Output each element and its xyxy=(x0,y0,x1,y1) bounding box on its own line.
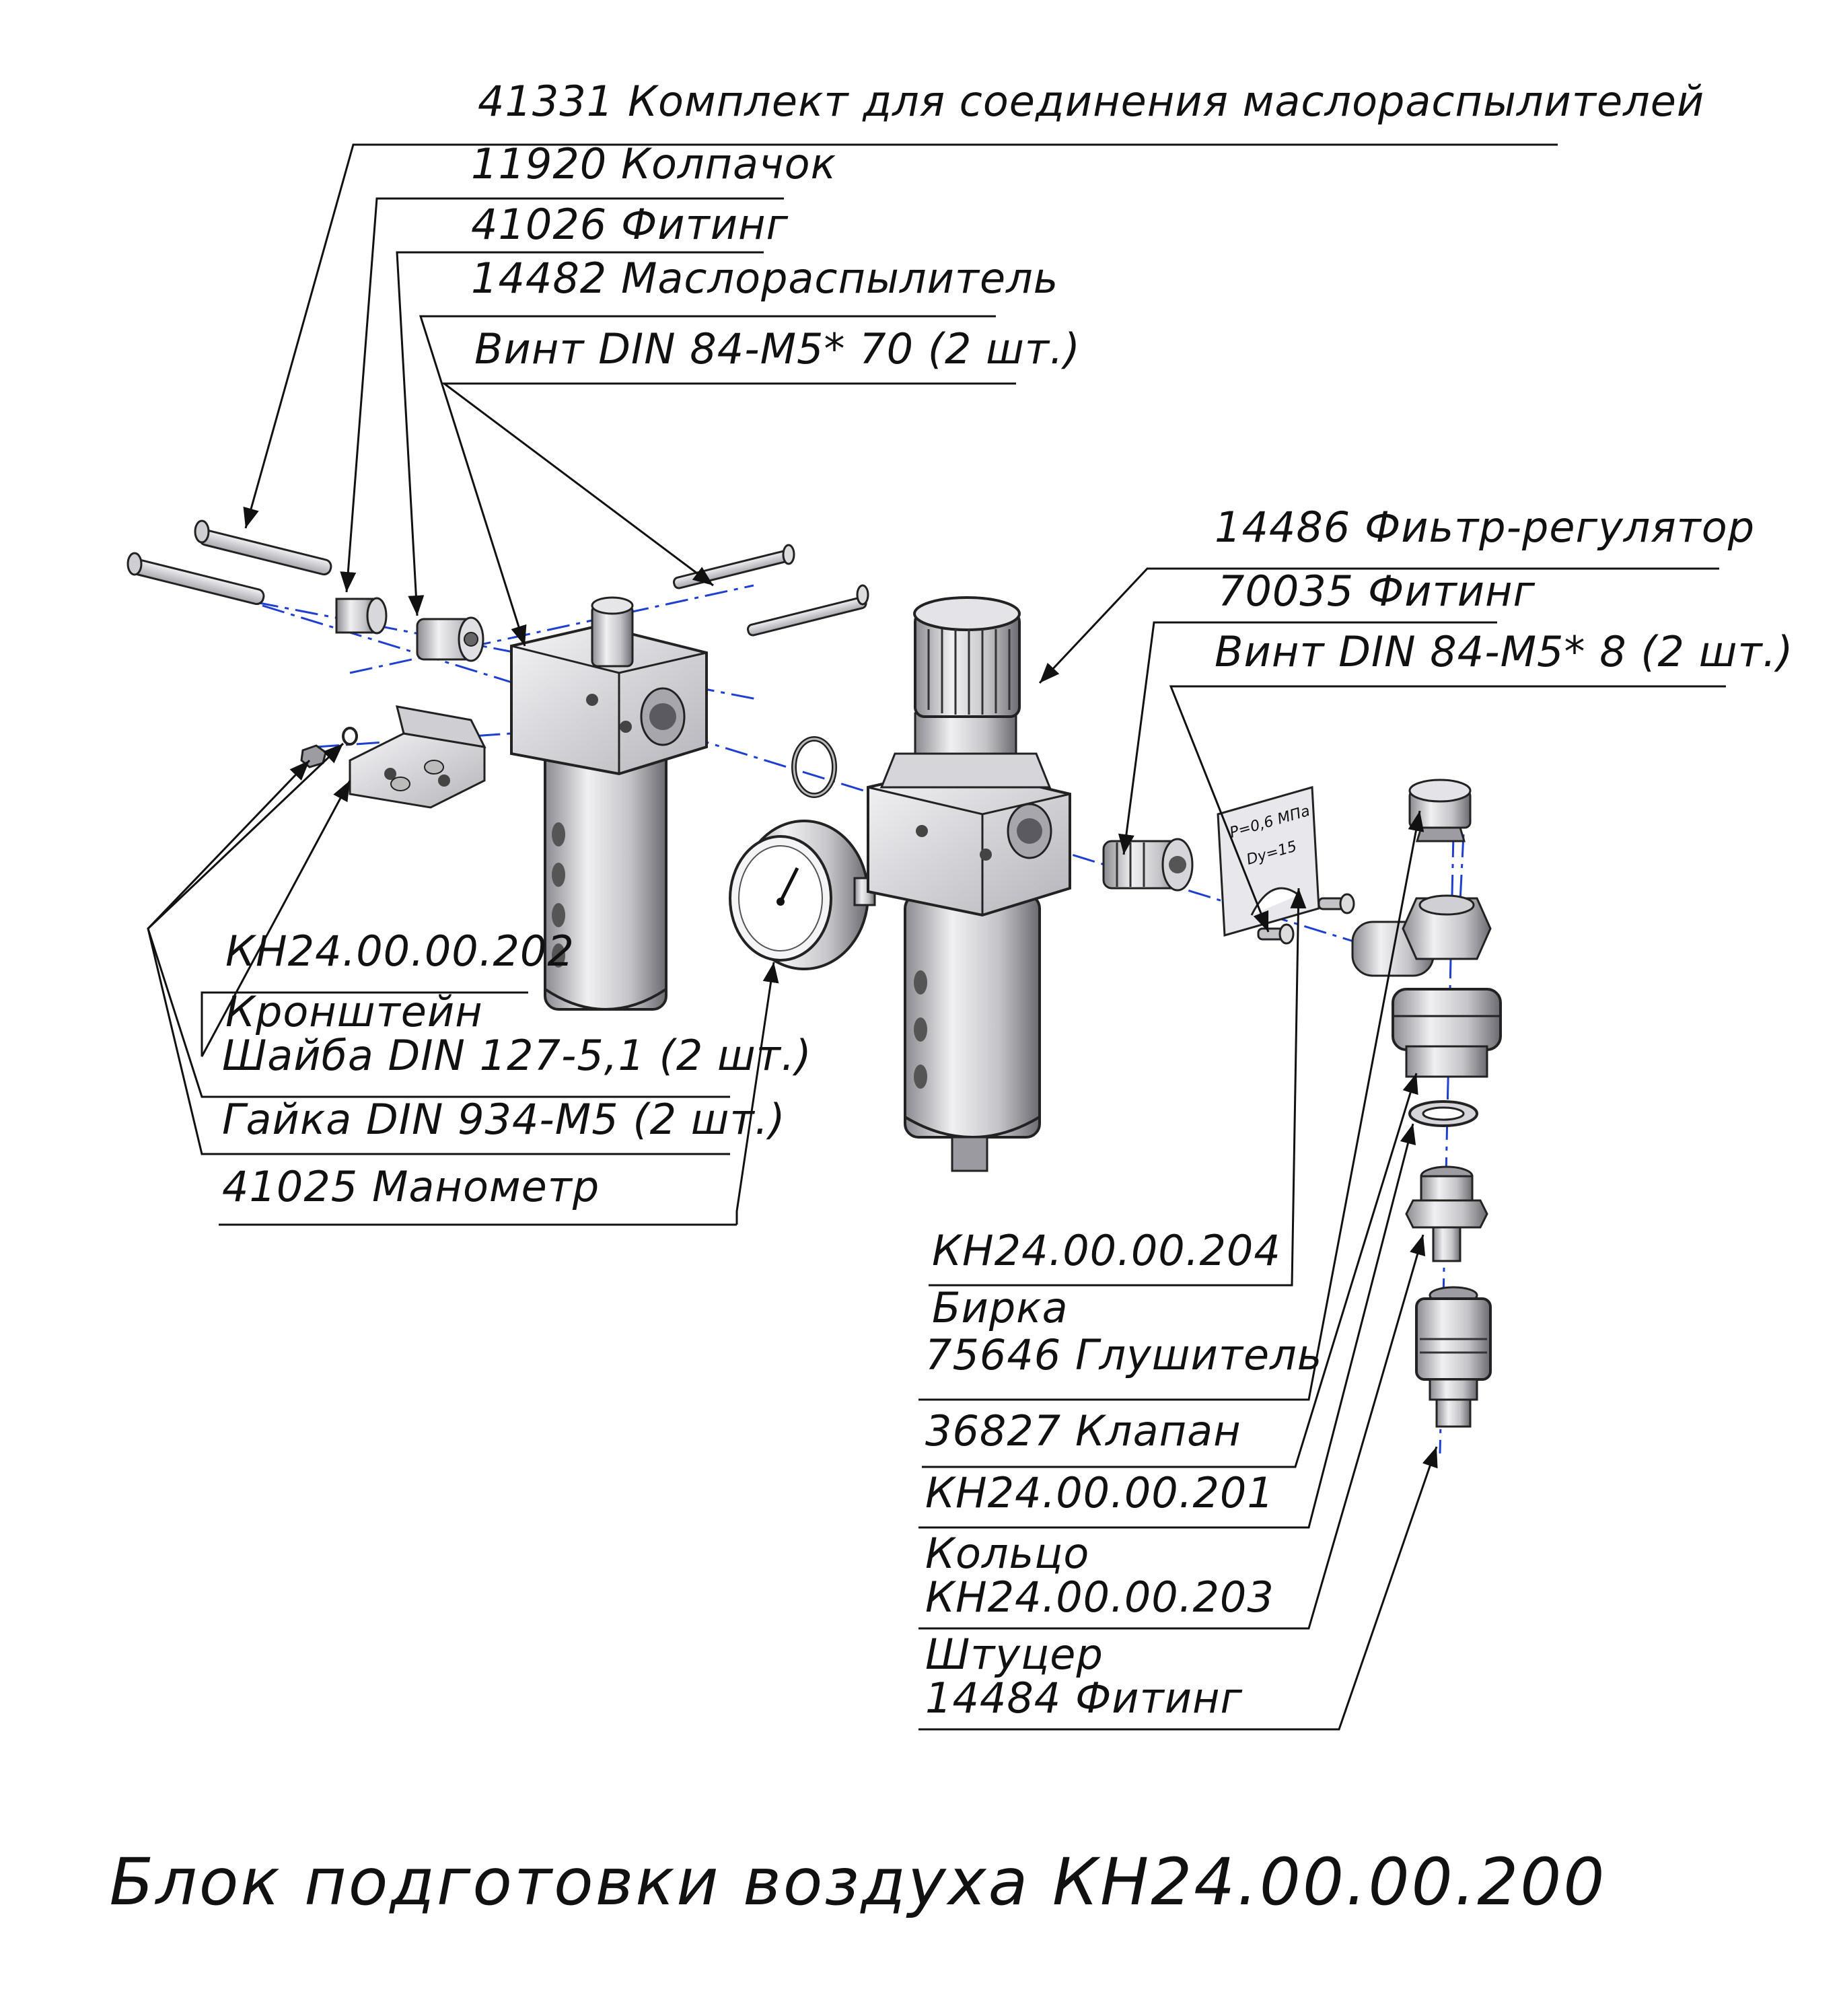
label-kh204-name: Бирка xyxy=(932,1283,1069,1332)
bracket-kh24-202 xyxy=(349,705,486,809)
drawing-title: Блок подготовки воздуха КН24.00.00.200 xyxy=(110,1844,1607,1920)
oiler-14482 xyxy=(510,596,708,1011)
centerline-silencer xyxy=(1459,834,1465,902)
label-kh204-code: КН24.00.00.204 xyxy=(932,1226,1281,1275)
leader-screw70 xyxy=(441,382,1016,587)
coupling-14484 xyxy=(1415,1286,1492,1428)
leader-kh201 xyxy=(918,1123,1416,1529)
connection-set-41331 xyxy=(127,519,332,606)
label-70035: 70035 Фитинг xyxy=(1218,567,1536,616)
label-75646: 75646 Глушитель xyxy=(925,1330,1322,1379)
fitting-41026 xyxy=(416,616,484,662)
label-nut: Гайка DIN 934-M5 (2 шт.) xyxy=(222,1095,786,1144)
label-36827: 36827 Клапан xyxy=(925,1406,1241,1455)
leader-36827 xyxy=(922,1073,1418,1468)
label-kh203-code: КН24.00.00.203 xyxy=(925,1573,1274,1622)
callout-labels: 41331 Комплект для соединения маслораспы… xyxy=(222,77,1793,1723)
long-screw-1 xyxy=(194,519,332,576)
leader-41331 xyxy=(243,143,1558,529)
fitting-70035 xyxy=(1102,838,1194,892)
label-screw8: Винт DIN 84-M5* 8 (2 шт.) xyxy=(1215,627,1793,676)
leader-75646 xyxy=(918,810,1424,1401)
leader-14482 xyxy=(419,315,996,647)
label-kh202-name: Кронштейн xyxy=(225,987,483,1036)
label-41025: 41025 Манометр xyxy=(222,1162,600,1211)
label-41026: 41026 Фитинг xyxy=(471,200,789,249)
regulator-bowl xyxy=(904,894,1041,1139)
cap-11920 xyxy=(335,597,388,635)
label-washer: Шайба DIN 127-5,1 (2 шт.) xyxy=(222,1031,812,1080)
union-kh24-203 xyxy=(1405,1165,1488,1262)
ring-kh24-201 xyxy=(1408,1100,1478,1127)
label-kh201-name: Кольцо xyxy=(925,1529,1089,1578)
label-14482: 14482 Маслораспылитель xyxy=(471,254,1058,303)
centerline-screws xyxy=(349,584,754,674)
label-14484: 14484 Фитинг xyxy=(925,1673,1243,1723)
leader-11920 xyxy=(340,197,784,593)
leader-kh204 xyxy=(929,888,1307,1287)
leader-14486 xyxy=(1038,567,1719,684)
leader-screw8 xyxy=(1169,685,1726,933)
label-14486: 14486 Фиьтр-регулятор xyxy=(1215,503,1755,552)
label-41331: 41331 Комплект для соединения маслораспы… xyxy=(478,77,1704,126)
label-screw70: Винт DIN 84-M5* 70 (2 шт.) xyxy=(474,324,1081,373)
label-kh203-name: Штуцер xyxy=(925,1630,1104,1679)
leader-washer xyxy=(147,742,730,1098)
leader-41026 xyxy=(396,251,764,616)
leader-14484 xyxy=(918,1446,1438,1731)
leader-70035 xyxy=(1118,621,1497,855)
leader-lines xyxy=(147,143,1726,1731)
screws-m5x70 xyxy=(672,544,869,637)
long-screw-2 xyxy=(127,552,265,606)
leader-kh203 xyxy=(918,1234,1426,1630)
label-11920: 11920 Колпачок xyxy=(471,139,836,188)
silencer-75646 xyxy=(1408,779,1472,842)
o-ring xyxy=(791,736,837,798)
filter-regulator-14486 xyxy=(867,596,1071,1172)
tag-kh24-204: P=0,6 МПа Dy=15 xyxy=(1217,786,1320,937)
gauge-41025 xyxy=(729,820,876,970)
label-kh201-code: КН24.00.00.201 xyxy=(925,1468,1274,1517)
leader-nut xyxy=(147,759,730,1155)
label-kh202-code: КН24.00.00.202 xyxy=(225,927,575,976)
leader-kh202 xyxy=(201,780,528,1057)
leader-41025 xyxy=(735,962,779,1225)
